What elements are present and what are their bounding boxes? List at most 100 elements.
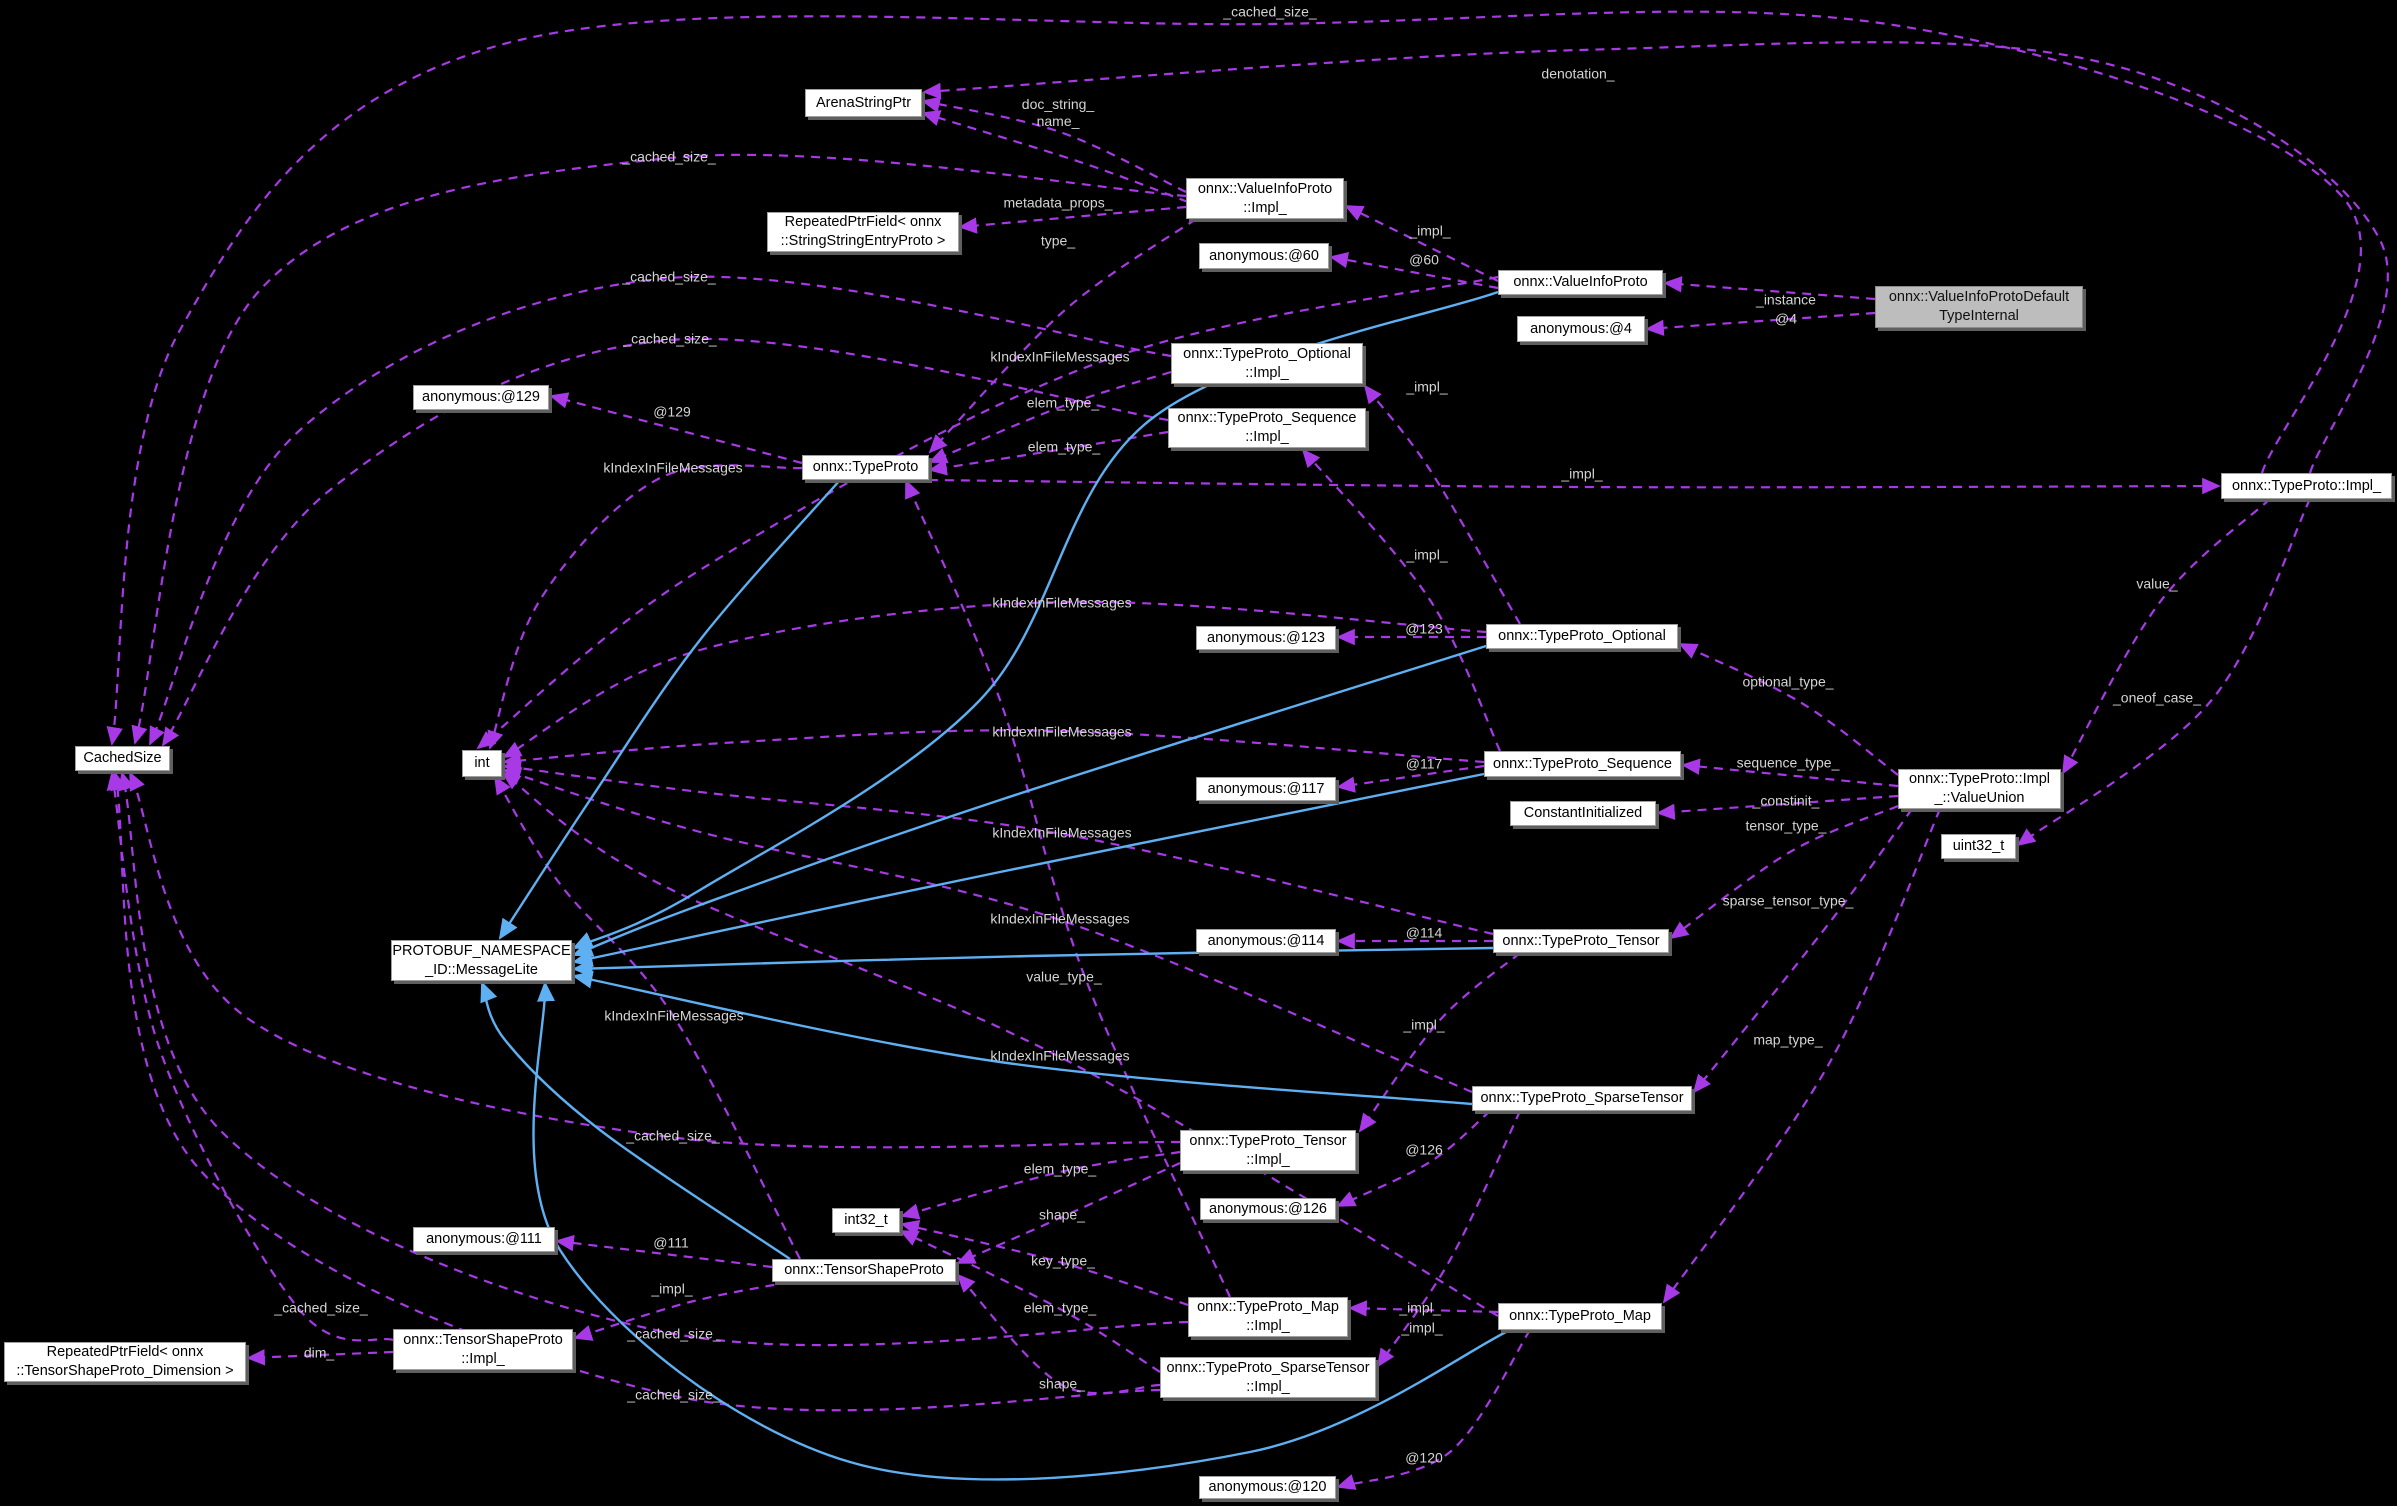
node-rpf-dim[interactable]: RepeatedPtrField< onnx ::TensorShapeProt… [4,1342,246,1382]
edge-label-impl: _impl_ [1561,465,1603,482]
edge-label-kindexinfilemessages: kIndexInFileMessages [992,824,1132,841]
edge-tpt-to-tpt-impl [1358,952,1521,1133]
node-uint32[interactable]: uint32_t [1941,834,2016,859]
edge-label-kindexinfilemessages: kIndexInFileMessages [992,594,1132,611]
edge-label-cached-size: _cached_size_ [274,1299,368,1316]
node-tpsp-impl[interactable]: onnx::TypeProto_SparseTensor ::Impl_ [1160,1357,1376,1398]
node-anon117[interactable]: anonymous:@117 [1196,777,1336,801]
edge-vip-impl-to-cached [131,153,1187,745]
edge-vu-to-tpt [1669,804,1899,940]
edge-tp-impl-to-vu [2062,498,2271,775]
node-anon120[interactable]: anonymous:@120 [1199,1476,1336,1499]
edge-vu-to-tpm [1662,808,1942,1304]
edge-tshape-impl-to-rpf-dim [246,1349,394,1366]
edge-tpsq-impl-to-tp [928,430,1169,476]
node-vip-impl[interactable]: onnx::ValueInfoProto ::Impl_ [1186,178,1344,219]
edge-label-tensor-type: tensor_type_ [1745,817,1827,834]
edge-tpsq-to-anon117 [1336,764,1485,793]
edge-tp-to-int [487,464,803,750]
edge-vip-impl-to-arena [921,96,1187,193]
node-tpt[interactable]: onnx::TypeProto_Tensor [1493,929,1669,953]
edge-label-sparse-tensor-type: sparse_tensor_type_ [1722,892,1854,909]
node-anon129[interactable]: anonymous:@129 [413,385,549,410]
node-anon123[interactable]: anonymous:@123 [1196,626,1336,650]
node-tpo[interactable]: onnx::TypeProto_Optional [1486,624,1678,649]
edge-vu-to-tpsq [1681,758,1899,788]
node-anon126[interactable]: anonymous:@126 [1200,1198,1336,1220]
edge-label-impl: _impl_ [1403,1016,1445,1033]
edge-label-elem-type: elem_type_ [1027,438,1101,455]
node-tpsq[interactable]: onnx::TypeProto_Sequence [1484,751,1681,777]
node-tpsp[interactable]: onnx::TypeProto_SparseTensor [1472,1086,1692,1111]
edge-vip-impl-to-arena [921,110,1189,204]
node-tpo-impl[interactable]: onnx::TypeProto_Optional ::Impl_ [1171,343,1363,384]
edge-label-impl: _impl_ [1401,1319,1443,1336]
node-rpf-sse[interactable]: RepeatedPtrField< onnx ::StringStringEnt… [767,212,959,252]
edge-label-denotation: denotation_ [1541,65,1615,82]
edge-label-@117: @117 [1405,755,1443,772]
edge-label-elem-type: elem_type_ [1023,1160,1097,1177]
edge-vu-to-constinit [1656,794,1899,821]
node-arena[interactable]: ArenaStringPtr [805,89,922,117]
edge-label-cached-size: _cached_size_ [1223,3,1317,20]
node-tshape-impl[interactable]: onnx::TensorShapeProto ::Impl_ [393,1329,573,1370]
edge-label-@60: @60 [1409,251,1439,268]
edge-tshape-to-int [494,775,801,1260]
edge-tp-impl-to-cached [106,10,2362,746]
node-tpm-impl[interactable]: onnx::TypeProto_Map ::Impl_ [1188,1297,1348,1337]
edge-label-cached-size: _cached_size_ [622,148,716,165]
node-anon60[interactable]: anonymous:@60 [1199,243,1329,269]
edge-label-@114: @114 [1405,924,1443,941]
node-tshape[interactable]: onnx::TensorShapeProto [772,1259,956,1282]
edge-label-@120: @120 [1405,1449,1443,1466]
edge-label-constinit: _constinit_ [1752,792,1820,809]
edge-label-oneof-case: _oneof_case_ [2113,689,2201,706]
edge-vip-default-to-anon4 [1645,311,1876,337]
edge-label-impl: _impl_ [651,1280,693,1297]
edge-tpm-impl-to-cached [118,771,1189,1347]
node-tp-impl[interactable]: onnx::TypeProto::Impl_ [2221,473,2392,499]
edge-tpsp-to-int [502,767,1473,1094]
edge-vu-to-tpsp [1692,808,1913,1094]
node-anon114[interactable]: anonymous:@114 [1196,929,1336,953]
edge-label-shape: shape_ [1039,1206,1085,1223]
edge-tpsp-to-tpsp-impl [1376,1110,1521,1368]
edge-tp-impl-to-arena [922,41,2389,474]
edge-label-sequence-type: sequence_type_ [1736,754,1840,771]
edge-label-type: type_ [1040,232,1076,249]
edge-label-impl: _impl_ [1406,546,1448,563]
edge-label-kindexinfilemessages: kIndexInFileMessages [990,348,1130,365]
node-tp[interactable]: onnx::TypeProto [802,455,929,480]
edge-label-elem-type: elem_type_ [1023,1299,1097,1316]
edge-label-dim: dim_ [303,1344,335,1361]
edge-label-metadata-props: metadata_props_ [1003,194,1113,211]
node-tpt-impl[interactable]: onnx::TypeProto_Tensor ::Impl_ [1180,1130,1356,1171]
node-anon4[interactable]: anonymous:@4 [1517,316,1645,342]
edge-tpm-impl-to-int32 [900,1219,1189,1307]
node-ml[interactable]: PROTOBUF_NAMESPACE _ID::MessageLite [391,940,572,981]
edge-tpm-to-int [501,771,1499,1317]
node-vip[interactable]: onnx::ValueInfoProto [1498,270,1663,295]
edge-label-cached-size: _cached_size_ [626,1127,720,1144]
node-tpm[interactable]: onnx::TypeProto_Map [1498,1303,1662,1330]
edge-label-shape: shape_ [1039,1375,1085,1392]
edge-tpt-impl-to-cached [129,771,1181,1149]
edge-vip-to-int [476,275,1499,750]
node-constinit[interactable]: ConstantInitialized [1510,801,1656,826]
edge-label-cached-size: _cached_size_ [627,1386,721,1403]
node-int32[interactable]: int32_t [832,1208,900,1233]
edge-tshape-to-tshape-impl [573,1280,791,1341]
node-int[interactable]: int [462,750,502,777]
edge-vip-impl-to-rpf-sse [958,205,1187,234]
node-anon111[interactable]: anonymous:@111 [413,1227,555,1252]
edge-tpo-to-tpo-impl [1363,384,1521,625]
edge-label-kindexinfilemessages: kIndexInFileMessages [990,1047,1130,1064]
node-tpsq-impl[interactable]: onnx::TypeProto_Sequence ::Impl_ [1168,408,1366,448]
node-vip-default[interactable]: onnx::ValueInfoProtoDefault TypeInternal [1875,286,2083,328]
node-cached[interactable]: CachedSize [75,746,170,771]
inheritance-edge-tpsp-to-ml [572,970,1473,1106]
edge-label-kindexinfilemessages: kIndexInFileMessages [603,459,743,476]
node-vu[interactable]: onnx::TypeProto::Impl _::ValueUnion [1898,769,2061,809]
edge-label-cached-size: _cached_size_ [627,1325,721,1342]
